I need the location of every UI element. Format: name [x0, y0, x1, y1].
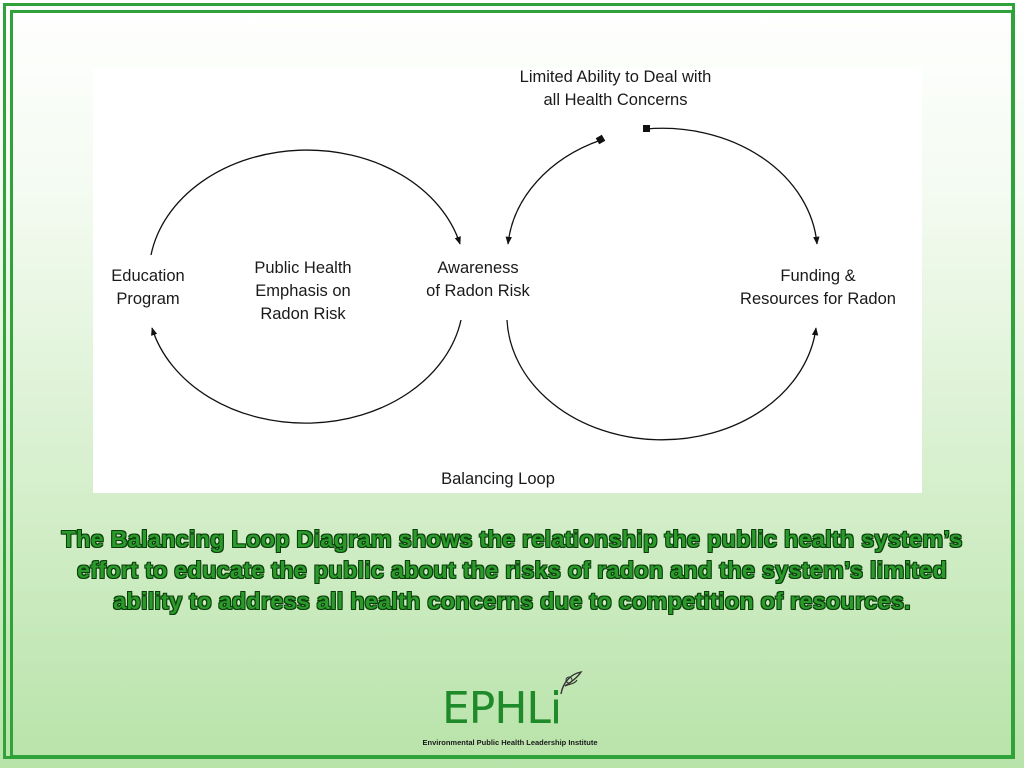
- arrow-limited-to-funding: [645, 127, 820, 245]
- ephli-logo: EPHLi Environmental Public Health Leader…: [420, 668, 620, 750]
- delay-marker-right: [643, 125, 650, 132]
- arrow-limited-to-awareness: [505, 139, 602, 245]
- logo-name: EPHLi: [442, 683, 562, 734]
- arrow-awareness-to-education: [151, 319, 462, 424]
- label-limited-ability: Limited Ability to Deal with all Health …: [519, 68, 712, 109]
- arrow-awareness-to-funding: [506, 319, 819, 441]
- diagram-arrows: [150, 125, 820, 441]
- delay-marker-left: [595, 134, 606, 145]
- slide-caption: The Balancing Loop Diagram shows the rel…: [61, 526, 963, 614]
- label-public-health-emphasis: Public Health Emphasis on Radon Risk: [254, 259, 352, 323]
- label-funding: Funding & Resources for Radon: [740, 267, 896, 308]
- label-awareness: Awareness of Radon Risk: [426, 259, 530, 300]
- balancing-loop-diagram: Limited Ability to Deal with all Health …: [93, 68, 922, 493]
- label-balancing-loop: Balancing Loop: [441, 470, 555, 488]
- label-education-program: Education Program: [111, 267, 185, 308]
- arrow-education-to-awareness: [150, 149, 461, 256]
- logo-subtitle: Environmental Public Health Leadership I…: [422, 738, 598, 747]
- leaf-swirl-icon: [560, 670, 583, 695]
